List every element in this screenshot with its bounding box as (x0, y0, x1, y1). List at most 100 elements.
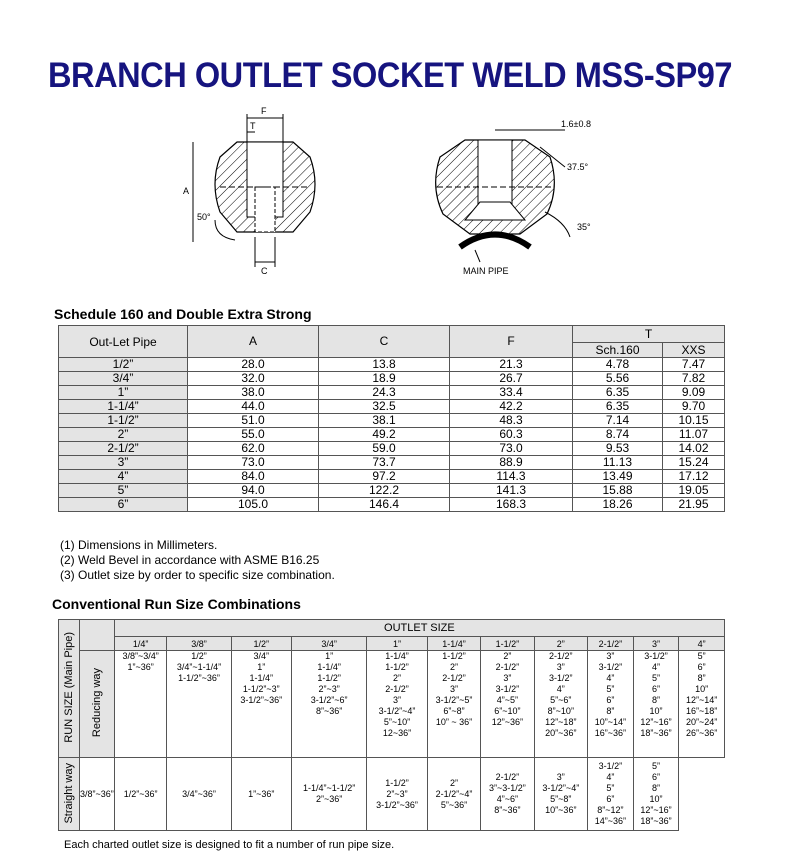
cell-line: 3-1/2” (644, 651, 668, 661)
cell-line: 12”~14” (686, 695, 718, 705)
cell-line: 3” (556, 772, 565, 782)
reducing-cell: 5”6”8”10”12”~14”16”~18”20”~24”26”~36” (678, 650, 725, 758)
cell-line: 12”~18” (545, 717, 577, 727)
straight-cell: 1/2”~36” (113, 757, 168, 831)
table-cell: 1/2” (58, 357, 188, 372)
reducing-cell: 3-1/2”4”5”6”8”10”12”~16”18”~36” (632, 650, 680, 758)
cell-line: 6”~10” (494, 706, 521, 716)
cell-line: 4”~5” (496, 695, 519, 705)
table-cell: 73.0 (449, 441, 573, 456)
cell-line: 1-1/2” (385, 777, 409, 788)
table-cell: 5” (58, 483, 188, 498)
cell-line: 3-1/2” (549, 673, 573, 683)
cell-line: 1-1/4” (317, 662, 341, 672)
cell-line: 8” (651, 695, 660, 705)
outlet-size-label: OUTLET SIZE (113, 619, 726, 637)
cell-line: 1” (257, 662, 266, 672)
cell-line: 1” (325, 651, 334, 661)
cell-line: 3-1/2” (598, 662, 623, 672)
cell-line: 2-1/2” (495, 772, 520, 782)
straight-cell: 3-1/2”4”5”6”8”~12”14”~36” (587, 757, 634, 831)
label-dim16: 1.6±0.8 (561, 119, 591, 129)
cell-line: 5” (606, 783, 615, 793)
outlet-size-header: 1-1/4” (426, 636, 482, 651)
cell-line: 6” (651, 772, 660, 782)
reducing-way-label: Reducing way (90, 668, 103, 738)
cell-line: 3” (556, 662, 565, 672)
cell-line: 6” (606, 794, 615, 804)
table-cell: 2-1/2” (58, 441, 188, 456)
cell-line: 2” (449, 662, 458, 672)
cell-line: 10”~36” (545, 805, 577, 815)
straight-cell: 3/8”~36” (79, 757, 115, 831)
page-title: BRANCH OUTLET SOCKET WELD MSS-SP97 (48, 56, 733, 95)
table-cell: 13.49 (572, 469, 663, 484)
cell-line: 4” (606, 772, 615, 782)
cell-line: 8”~36” (316, 706, 343, 716)
table-cell: 21.3 (449, 357, 573, 372)
cell-line: 1-1/4” (385, 651, 409, 661)
table-cell: 73.7 (318, 455, 450, 470)
outlet-size-header: 4” (678, 636, 725, 651)
cell-line: 14”~36” (594, 816, 626, 826)
table-cell: 15.24 (662, 455, 725, 470)
straight-way-header: Straight way (58, 757, 80, 831)
cell-line: 2-1/2”~4” (435, 788, 473, 799)
table-cell: 4” (58, 469, 188, 484)
table-cell: 32.5 (318, 399, 450, 414)
cell-line: 16”~18” (686, 706, 718, 716)
technical-drawing: F T A 50° C 1.6±0.8 37.5° 35° MAIN PIPE (183, 106, 591, 276)
table-cell: 24.3 (318, 385, 450, 400)
table-cell: 51.0 (187, 413, 319, 428)
cell-line: 12”~16” (640, 717, 672, 727)
straight-way-label: Straight way (63, 762, 75, 824)
cell-line: 6” (606, 695, 615, 705)
table-cell: 9.70 (662, 399, 725, 414)
label-f: F (261, 106, 267, 116)
cell-line: 3-1/2”~4” (542, 783, 580, 793)
label-angle50: 50° (197, 212, 211, 222)
cell-line: 12”~36” (491, 717, 524, 727)
cell-line: 1-1/2” (442, 651, 466, 661)
table-cell: 49.2 (318, 427, 450, 442)
reducing-cell: 3”3-1/2”4”5”6”8”10”~14”16”~36” (587, 650, 634, 758)
cell-line: 10” (649, 794, 663, 804)
cell-line: 8”~36” (494, 805, 521, 815)
cell-line: 2” (503, 651, 512, 661)
cell-line: 5” (697, 651, 706, 661)
cell-line: 18”~36” (640, 728, 672, 738)
cell-line: 3-1/2”~6” (310, 695, 348, 705)
cell-line: 2”~36” (316, 794, 343, 804)
table-cell: 60.3 (449, 427, 573, 442)
cell-line: 3” (449, 684, 458, 694)
table-cell: 122.2 (318, 483, 450, 498)
cell-line: 2” (393, 673, 402, 683)
table-cell: 9.09 (662, 385, 725, 400)
cell-line: 16”~36” (594, 728, 626, 738)
table-cell: 1-1/2” (58, 413, 188, 428)
left-fitting-drawing: F T A 50° C (183, 106, 316, 276)
outlet-size-header: 1-1/2” (480, 636, 535, 651)
notes: (1) Dimensions in Millimeters. (2) Weld … (60, 538, 335, 583)
note-2: (2) Weld Bevel in accordance with ASME B… (60, 553, 320, 567)
outlet-size-header: 3/4” (290, 636, 368, 651)
cell-line: 1-1/2”~3” (242, 684, 280, 694)
cell-line: 3-1/2” (598, 761, 623, 771)
straight-cell: 3”3-1/2”~4”5”~8”10”~36” (533, 757, 589, 831)
label-t: T (250, 121, 256, 131)
table-cell: 1-1/4” (58, 399, 188, 414)
cell-line: 8”~10” (547, 706, 574, 716)
cell-line: 1-1/2”~36” (178, 673, 220, 683)
col-f: F (449, 325, 573, 358)
schedule-heading: Schedule 160 and Double Extra Strong (54, 306, 312, 322)
cell-line: 8” (606, 706, 615, 716)
table-cell: 7.14 (572, 413, 663, 428)
col-c: C (318, 325, 450, 358)
table-cell: 114.3 (449, 469, 573, 484)
col-a: A (187, 325, 319, 358)
cell-line: 3/4” (253, 651, 269, 661)
